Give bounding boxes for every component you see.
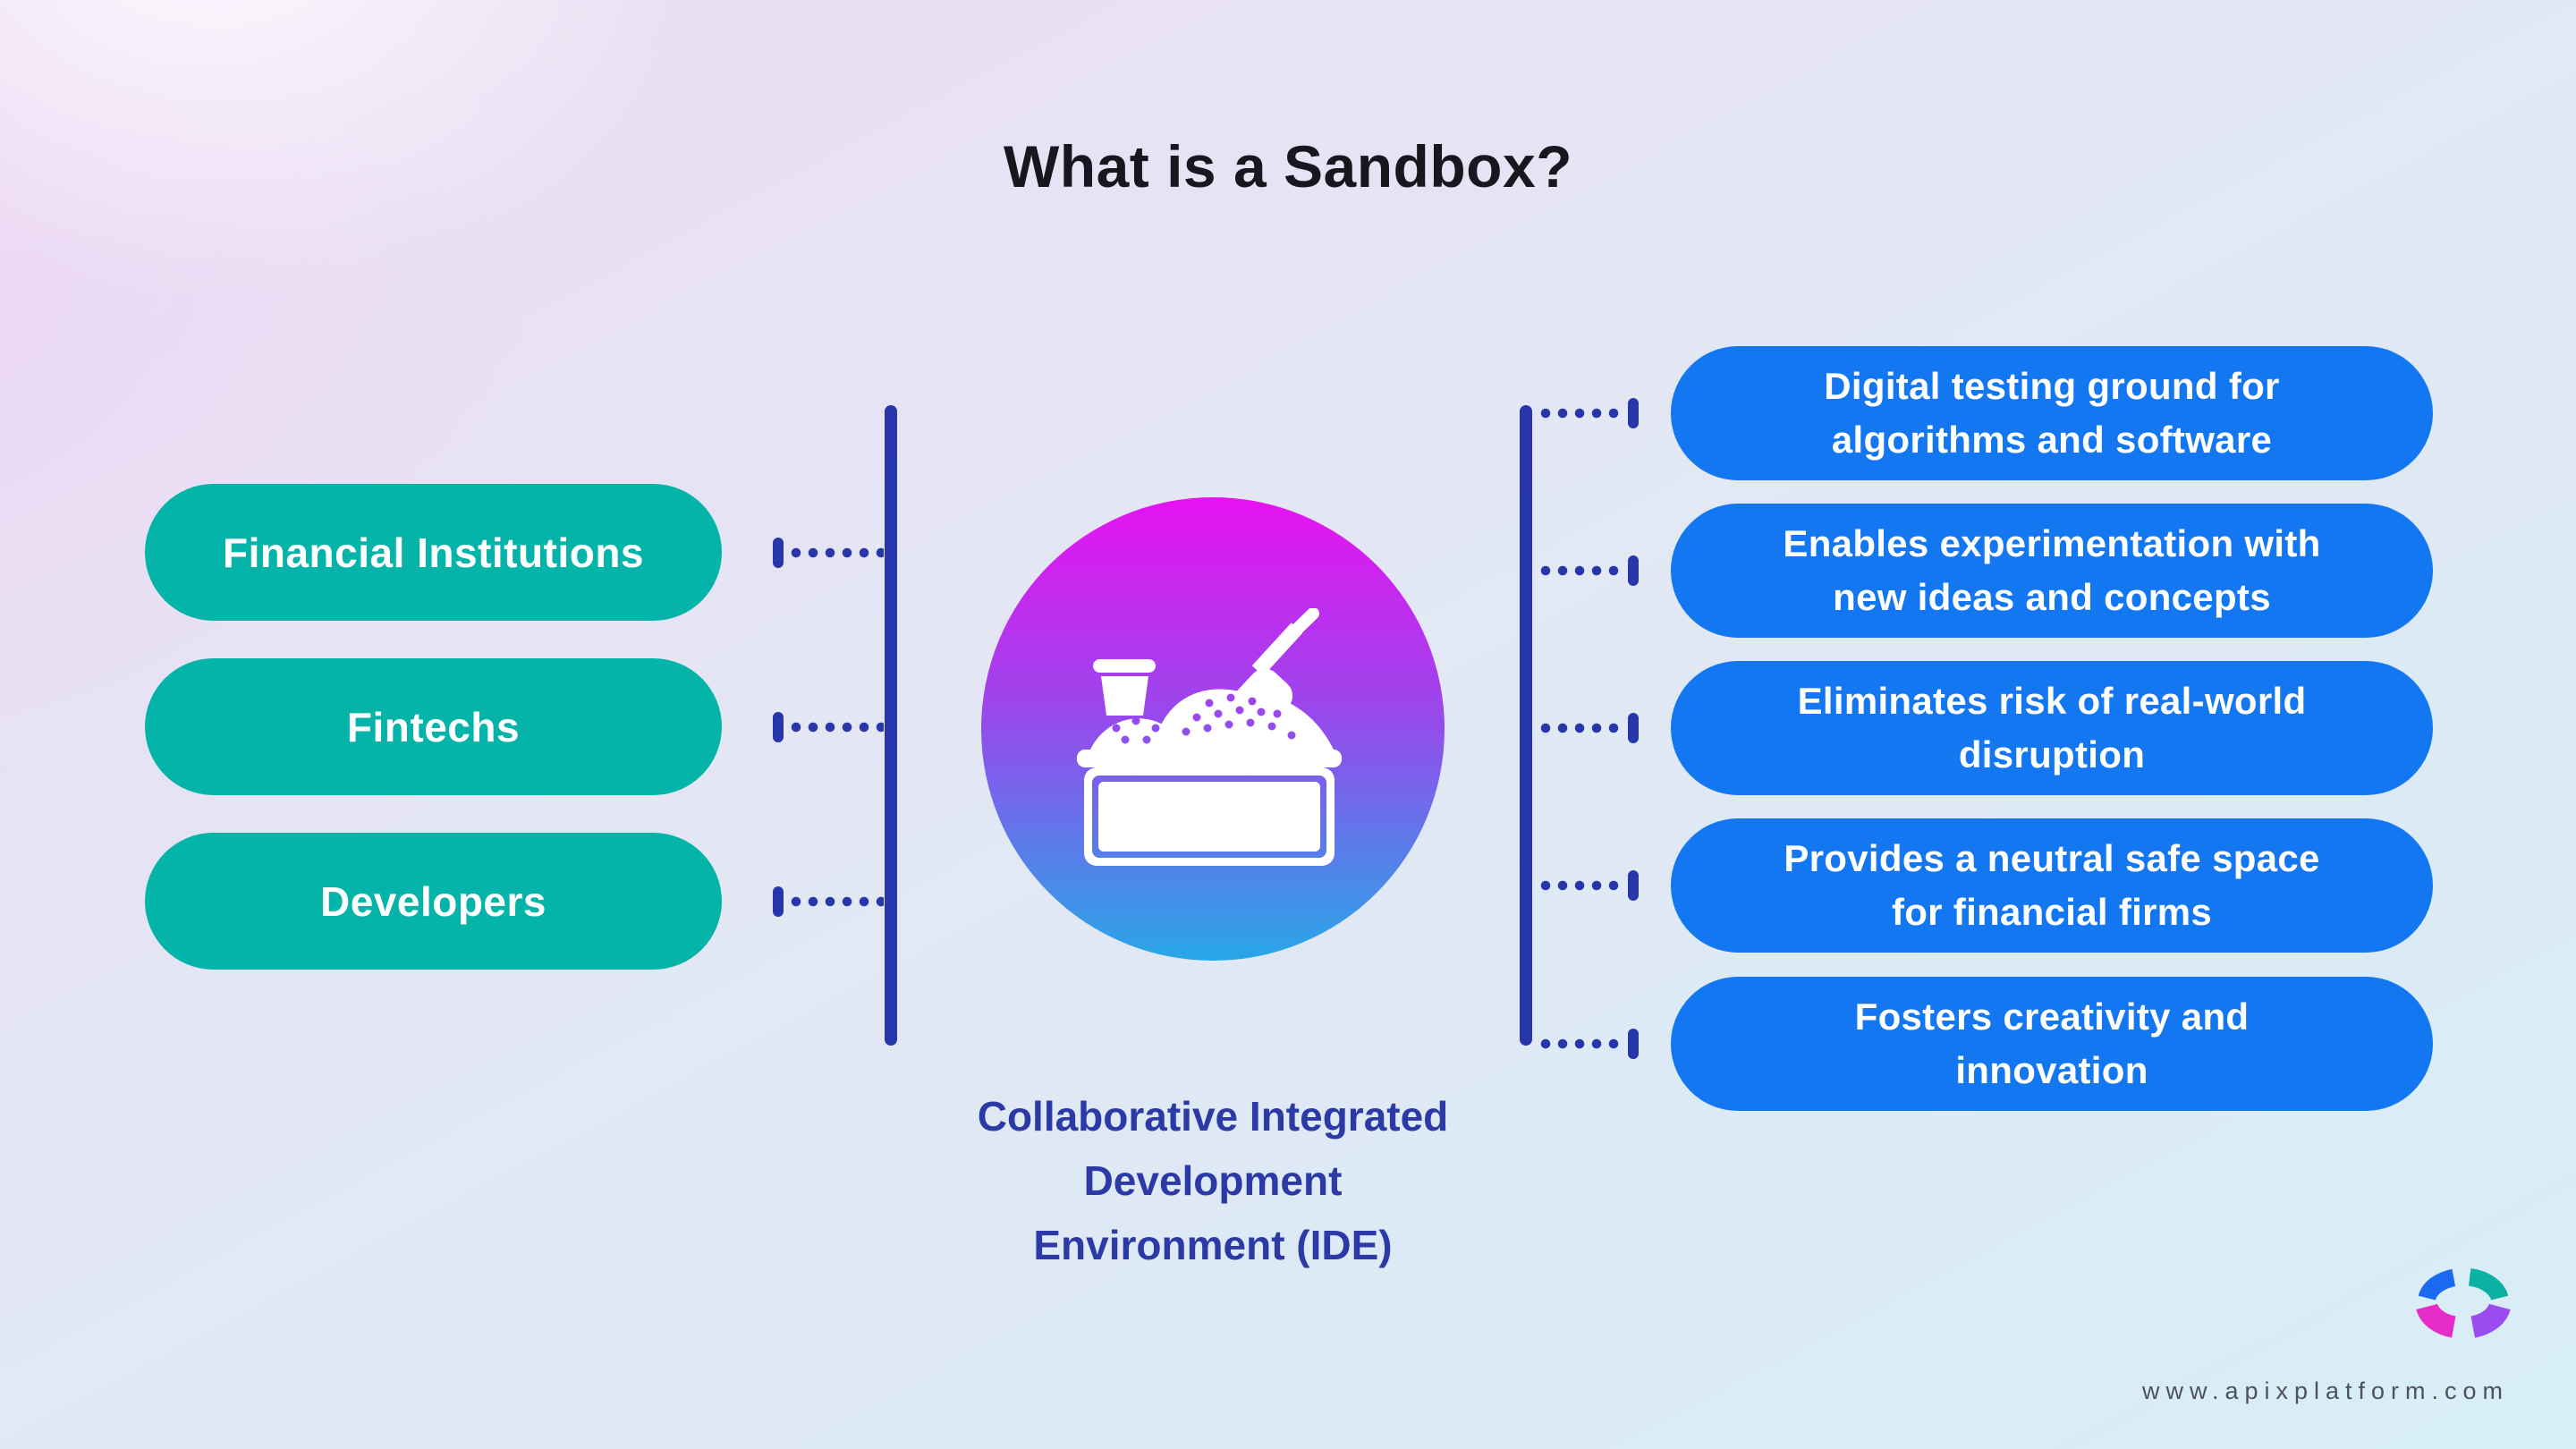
caption-line: Collaborative Integrated [977,1093,1449,1140]
right-connector-dots [1540,408,1623,419]
actor-pill-label: Financial Institutions [222,529,645,576]
right-connector-tick [1628,555,1639,586]
right-connector-line [1520,405,1532,1046]
center-circle [981,497,1445,961]
benefit-line: for financial firms [1891,891,2213,933]
benefit-pill-digital-testing: Digital testing ground for algorithms an… [1671,346,2433,480]
benefit-pill-neutral-safe-space: Provides a neutral safe space for financ… [1671,818,2433,953]
right-connector-tick [1628,1029,1639,1059]
benefit-pill-experimentation: Enables experimentation with new ideas a… [1671,504,2433,638]
benefit-line: new ideas and concepts [1833,576,2271,618]
right-connector-dots [1540,1038,1623,1049]
right-connector-tick [1628,398,1639,428]
benefit-line: Fosters creativity and [1854,996,2250,1038]
benefit-pill-fosters-creativity: Fosters creativity and innovation [1671,977,2433,1111]
website-url: www.apixplatform.com [2141,1377,2510,1404]
left-connector-dots [791,896,884,907]
benefit-line: Provides a neutral safe space [1784,837,2320,879]
page-title: What is a Sandbox? [1003,133,1573,199]
actor-pill-developers: Developers [145,833,722,970]
benefit-line: Digital testing ground for [1824,365,2280,407]
right-connector-dots [1540,565,1623,576]
benefit-line: algorithms and software [1831,419,2273,461]
benefit-line: Enables experimentation with [1783,522,2321,564]
left-connector-tick [773,712,784,742]
benefit-line: innovation [1955,1049,2148,1091]
left-connector-dots [791,722,884,733]
right-connector-tick [1628,870,1639,901]
left-connector-line [885,405,897,1046]
left-connector-tick [773,886,784,917]
actor-pill-fintechs: Fintechs [145,658,722,795]
right-connector-dots [1540,723,1623,733]
actor-pill-label: Developers [319,877,547,925]
actor-pill-financial-institutions: Financial Institutions [145,484,722,621]
benefit-line: disruption [1958,733,2146,775]
apix-ring-logo-icon [2416,1268,2511,1338]
caption-line: Development [1083,1157,1343,1204]
right-connector-tick [1628,713,1639,743]
left-connector-tick [773,538,784,568]
caption-line: Environment (IDE) [1033,1222,1393,1268]
benefit-pill-eliminates-risk: Eliminates risk of real-world disruption [1671,661,2433,795]
right-connector-dots [1540,880,1623,891]
actor-pill-label: Fintechs [346,703,521,750]
benefit-line: Eliminates risk of real-world [1797,680,2307,722]
sandbox-icon [1077,608,1342,866]
center-caption: Collaborative Integrated Development Env… [900,1084,1526,1277]
left-connector-dots [791,547,884,558]
